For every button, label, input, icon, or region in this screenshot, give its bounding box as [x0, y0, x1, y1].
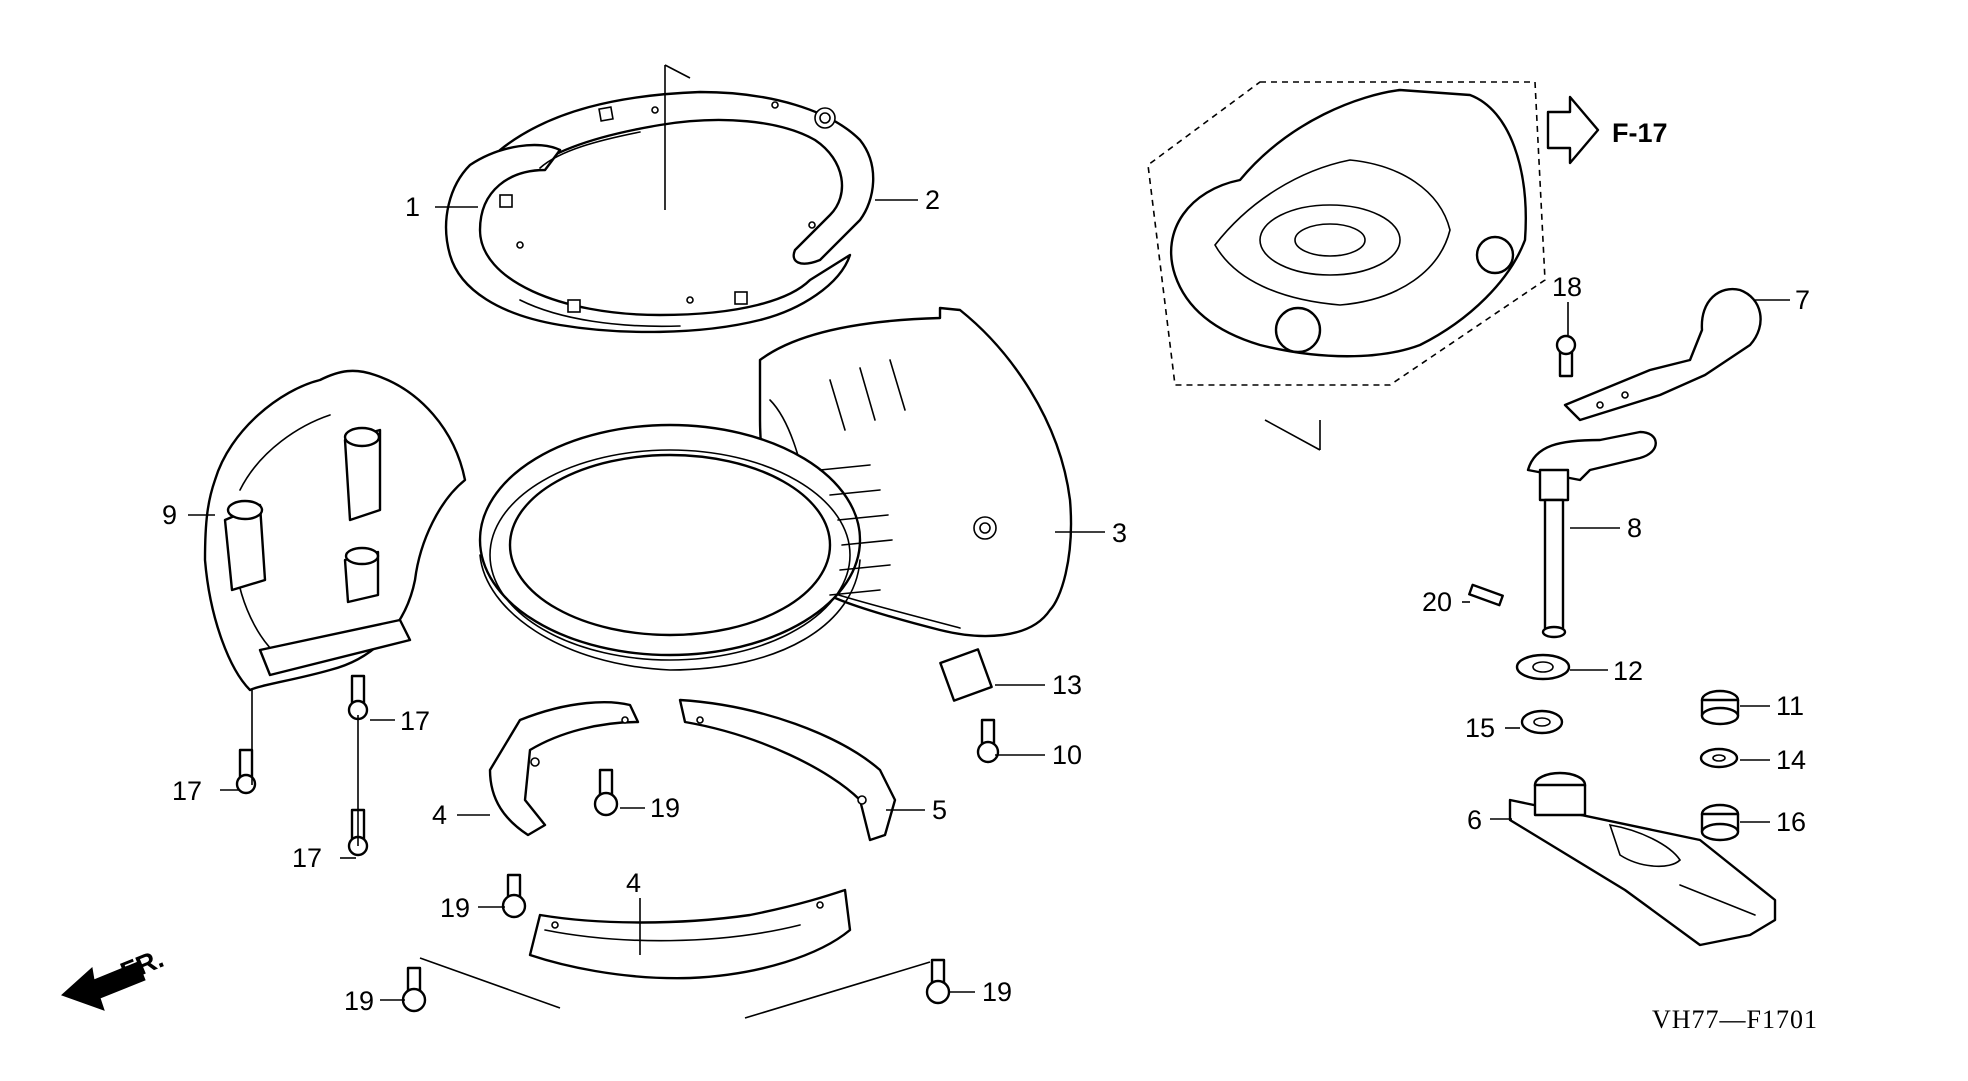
- bolt-19-b: [501, 873, 527, 919]
- callout-18: 18: [1552, 272, 1582, 302]
- front-label: FR.: [116, 943, 168, 987]
- bolt-10: [976, 718, 1000, 764]
- callout-19c: 19: [344, 986, 374, 1016]
- part-15-clip: [1520, 709, 1564, 735]
- outline-arrow-right-icon: [1546, 95, 1600, 165]
- callout-19a: 19: [650, 793, 680, 823]
- part-6-arm: [1508, 771, 1777, 947]
- callout-1: 1: [405, 192, 420, 222]
- callout-9: 9: [162, 500, 177, 530]
- callout-14: 14: [1776, 745, 1806, 775]
- callout-17a: 17: [172, 776, 202, 806]
- arrow-left-icon: [61, 961, 146, 1011]
- reference-f17: F-17: [1612, 118, 1668, 148]
- callout-19b: 19: [440, 893, 470, 923]
- part-8-shaft: [1526, 430, 1657, 639]
- callout-17c: 17: [292, 843, 322, 873]
- callout-4b: 4: [626, 868, 641, 898]
- callout-19d: 19: [982, 977, 1012, 1007]
- part-7-lever: [1563, 287, 1762, 422]
- bolt-19-a: [593, 768, 619, 817]
- callout-13: 13: [1052, 670, 1082, 700]
- callout-10: 10: [1052, 740, 1082, 770]
- callout-11: 11: [1776, 691, 1804, 721]
- bolt-19-c: [401, 966, 427, 1013]
- front-direction: FR.: [61, 943, 168, 1011]
- callout-15: 15: [1465, 713, 1495, 743]
- bolt-17-left: [235, 748, 257, 795]
- part-1-2-upper-plates: [444, 64, 875, 334]
- callout-20: 20: [1422, 587, 1452, 617]
- callout-6: 6: [1467, 805, 1482, 835]
- callout-4a: 4: [432, 800, 447, 830]
- bolt-17-mid: [347, 674, 369, 721]
- part-11-nut: [1700, 689, 1740, 726]
- part-12-washer: [1515, 653, 1571, 681]
- callout-5: 5: [932, 795, 947, 825]
- part-3-blade-cover: [478, 306, 1073, 671]
- leader-lines: [188, 199, 1790, 1019]
- mower-deck-reference: [1147, 81, 1546, 451]
- callout-8: 8: [1627, 513, 1642, 543]
- callout-numbers: 1 2 3 9 4 5 4 13 10 17 17 17 19 19 19 19…: [162, 185, 1810, 1016]
- callout-12: 12: [1613, 656, 1643, 686]
- part-20-pin: [1468, 583, 1504, 607]
- part-4-5-brackets: [488, 648, 993, 980]
- callout-3: 3: [1112, 518, 1127, 548]
- callout-7: 7: [1795, 285, 1810, 315]
- callout-2: 2: [925, 185, 940, 215]
- diagram-code: VH77—F1701: [1652, 1005, 1818, 1034]
- bolt-19-d: [925, 958, 951, 1005]
- part-9-rear-guard: [203, 369, 467, 692]
- part-14-washer: [1699, 747, 1739, 769]
- bolt-18: [1555, 334, 1577, 378]
- callout-17b: 17: [400, 706, 430, 736]
- callout-16: 16: [1776, 807, 1806, 837]
- part-16-cap: [1700, 803, 1740, 842]
